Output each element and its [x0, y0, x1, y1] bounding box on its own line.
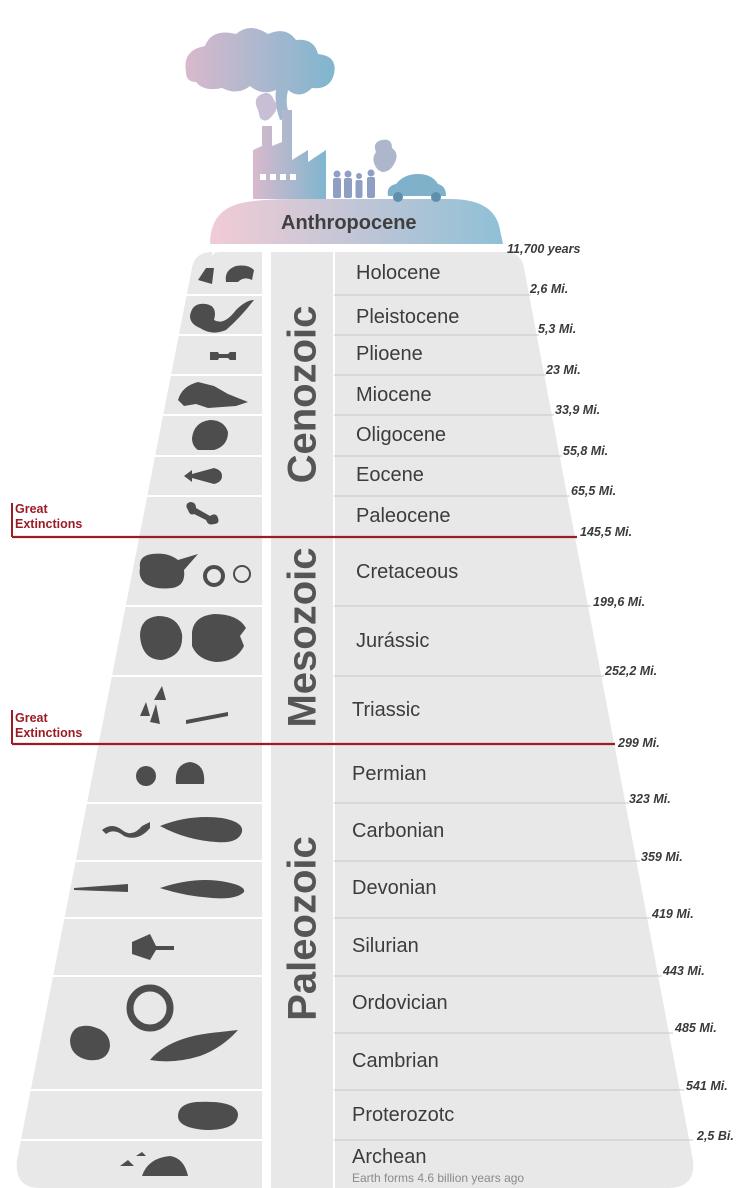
age-label: 23 Mi. [546, 363, 581, 377]
age-label: 5,3 Mi. [538, 322, 576, 336]
age-label: 541 Mi. [686, 1079, 728, 1093]
age-label: 299 Mi. [618, 736, 660, 750]
car-wheel [431, 192, 441, 202]
epoch-eocene: Eocene [356, 464, 424, 487]
epoch-paleocene: Paleocene [356, 505, 451, 528]
period-ordovician: Ordovician [352, 992, 448, 1015]
period-cambrian: Cambrian [352, 1050, 439, 1073]
smoke-puff-icon [256, 93, 277, 121]
age-label: 65,5 Mi. [571, 484, 616, 498]
great-extinctions-label-1: Great Extinctions [15, 502, 82, 532]
great-extinctions-label-2: Great Extinctions [15, 711, 82, 741]
icon-column-divider [262, 252, 271, 1188]
earth-forms-note: Earth forms 4.6 billion years ago [352, 1171, 524, 1185]
extinctions-word: Extinctions [15, 517, 82, 532]
age-label: 443 Mi. [663, 964, 705, 978]
great-word: Great [15, 711, 82, 726]
anthropocene-scene [185, 28, 446, 202]
era-cenozoic: Cenozoic [281, 285, 326, 505]
period-cretaceous: Cretaceous [356, 561, 458, 584]
period-carbonian: Carbonian [352, 820, 444, 843]
age-label: 359 Mi. [641, 850, 683, 864]
era-paleozoic: Paleozoic [281, 819, 326, 1039]
period-silurian: Silurian [352, 935, 419, 958]
age-label: 145,5 Mi. [580, 525, 632, 539]
epoch-holocene: Holocene [356, 262, 441, 285]
exhaust-smoke-icon [373, 140, 396, 172]
period-permian: Permian [352, 763, 426, 786]
age-label: 33,9 Mi. [555, 403, 600, 417]
period-devonian: Devonian [352, 877, 437, 900]
stromatolite-icon [178, 1102, 238, 1130]
people-icon [333, 170, 375, 199]
eon-archean: Archean [352, 1146, 427, 1169]
fossil-plant-icon [140, 616, 182, 660]
epoch-oligocene: Oligocene [356, 424, 446, 447]
period-jurassic: Jurássic [356, 630, 429, 653]
age-label: 419 Mi. [652, 907, 694, 921]
great-word: Great [15, 502, 82, 517]
age-label: 2,5 Bi. [697, 1129, 734, 1143]
factory-icon [253, 110, 326, 199]
extinctions-word: Extinctions [15, 726, 82, 741]
period-triassic: Triassic [352, 699, 420, 722]
age-label: 2,6 Mi. [530, 282, 568, 296]
era-mesozoic: Mesozoic [281, 528, 326, 748]
anthropocene-label: Anthropocene [281, 212, 417, 235]
age-label: 323 Mi. [629, 792, 671, 806]
age-label: 55,8 Mi. [563, 444, 608, 458]
car-wheel [393, 192, 403, 202]
epoch-pleistocene: Pleistocene [356, 306, 459, 329]
age-label: 199,6 Mi. [593, 595, 645, 609]
epoch-miocene: Miocene [356, 384, 432, 407]
nautilus-icon [136, 766, 156, 786]
eon-proterozoic: Proterozotc [352, 1104, 454, 1127]
epoch-plioene: Plioene [356, 343, 423, 366]
age-label: 11,700 years [507, 242, 580, 256]
age-label: 485 Mi. [675, 1021, 717, 1035]
age-label: 252,2 Mi. [605, 664, 657, 678]
